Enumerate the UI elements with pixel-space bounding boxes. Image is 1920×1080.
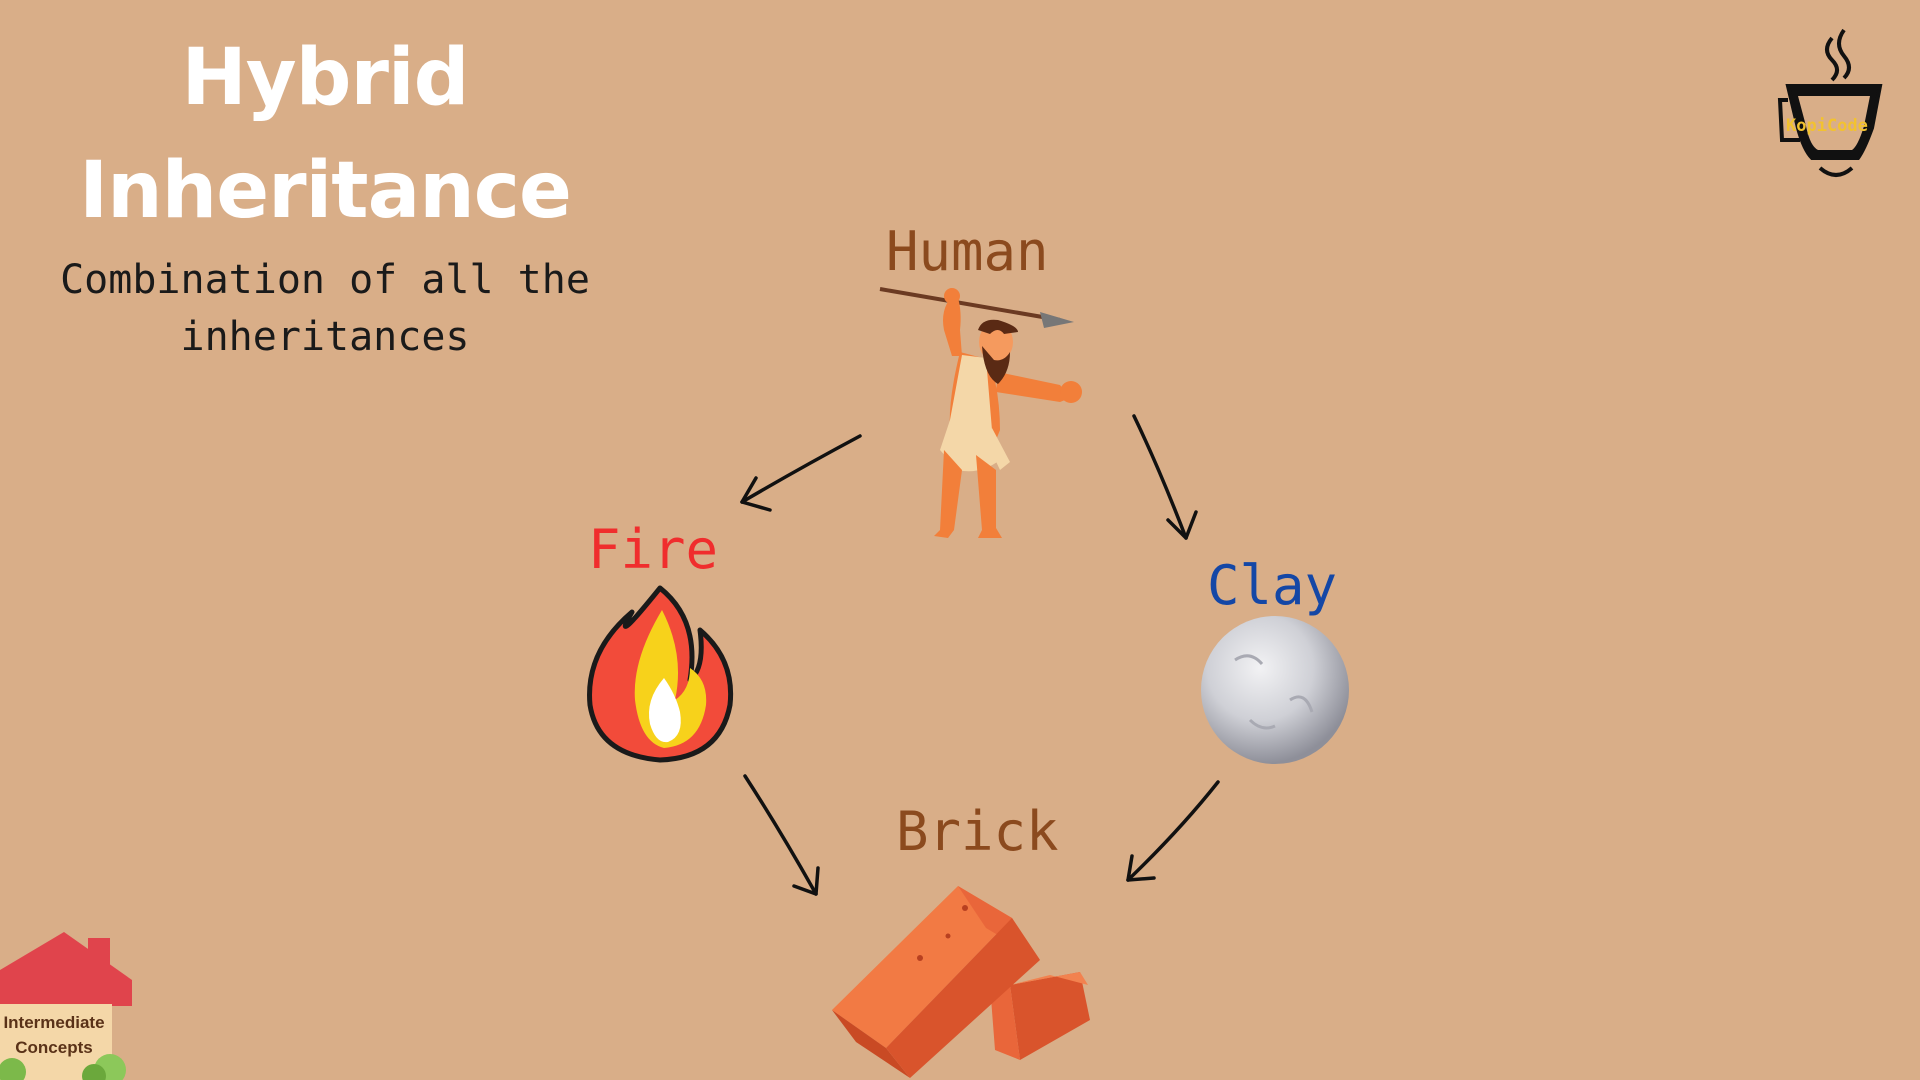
coffee-cup-icon [1777,28,1883,177]
house-icon [0,932,132,1080]
caveman-icon [879,287,1082,538]
node-label-brick: Brick [896,800,1059,863]
clay-ball-icon [1201,616,1349,764]
subtitle-line-1: Combination of all the [60,257,590,303]
badge-line-1: Intermediate [3,1013,105,1032]
title-line-2: Inheritance [79,146,572,236]
brand-logo-text: KopiCode [1786,116,1868,136]
arrow-human-to-clay [1132,414,1198,540]
flame-icon [587,585,734,763]
edge-arrows [740,414,1220,896]
arrow-human-to-fire [740,434,862,512]
node-label-fire: Fire [588,518,719,581]
slide-subtitle: Combination of all the inheritances [40,252,610,366]
badge-line-2: Concepts [15,1038,93,1057]
title-line-1: Hybrid [181,33,470,123]
bricks-icon [832,886,1090,1078]
node-label-clay: Clay [1207,554,1338,617]
arrow-fire-to-brick [743,774,820,896]
badge-label: Intermediate Concepts [0,1010,108,1060]
slide-title: Hybrid Inheritance [40,22,610,248]
arrow-clay-to-brick [1126,780,1220,882]
subtitle-line-2: inheritances [180,314,470,360]
node-label-human: Human [886,220,1049,283]
